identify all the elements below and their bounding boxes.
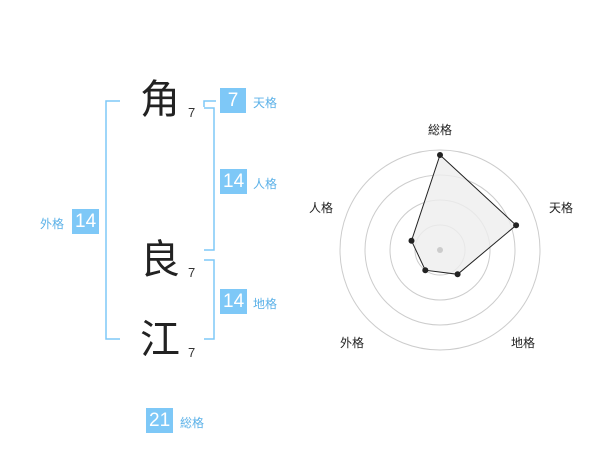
radar-label-jinkaku: 人格 [309, 201, 334, 215]
radar-point-2 [513, 222, 520, 229]
chikaku-label: 地格 [253, 297, 278, 311]
radar-center-dot [437, 247, 443, 253]
radar-polygon [410, 154, 517, 275]
name-char-2: 良 [140, 237, 180, 283]
radar-ring-4 [339, 149, 541, 351]
gaikaku-bracket [105, 100, 120, 340]
tenkaku-bracket [203, 100, 216, 107]
radar-label-gaikaku: 外格 [340, 336, 365, 350]
radar-point-1 [437, 152, 443, 158]
radar-point-3 [454, 271, 461, 278]
stroke-count-2: 7 [188, 265, 196, 280]
radar-label-tenkaku: 天格 [549, 201, 574, 215]
radar-label-soukaku: 総格 [428, 123, 453, 137]
soukaku-value: 21 [146, 408, 174, 433]
tenkaku-label: 天格 [253, 96, 278, 110]
tenkaku-value: 7 [220, 88, 246, 113]
radar-point-5 [408, 237, 415, 244]
jinkaku-value: 14 [220, 169, 248, 194]
radar-label-chikaku: 地格 [511, 336, 536, 350]
radar-point-4 [422, 267, 429, 274]
name-char-1: 角 [140, 77, 180, 123]
jinkaku-label: 人格 [253, 177, 278, 191]
soukaku-label: 総格 [180, 416, 205, 430]
name-char-3: 江 [140, 317, 180, 363]
chikaku-bracket [204, 259, 215, 340]
gaikaku-label: 外格 [40, 217, 65, 231]
gaikaku-value: 14 [72, 209, 100, 234]
stroke-count-1: 7 [188, 105, 196, 120]
chikaku-value: 14 [220, 289, 248, 314]
stroke-count-3: 7 [188, 345, 196, 360]
jinkaku-bracket [204, 107, 215, 251]
